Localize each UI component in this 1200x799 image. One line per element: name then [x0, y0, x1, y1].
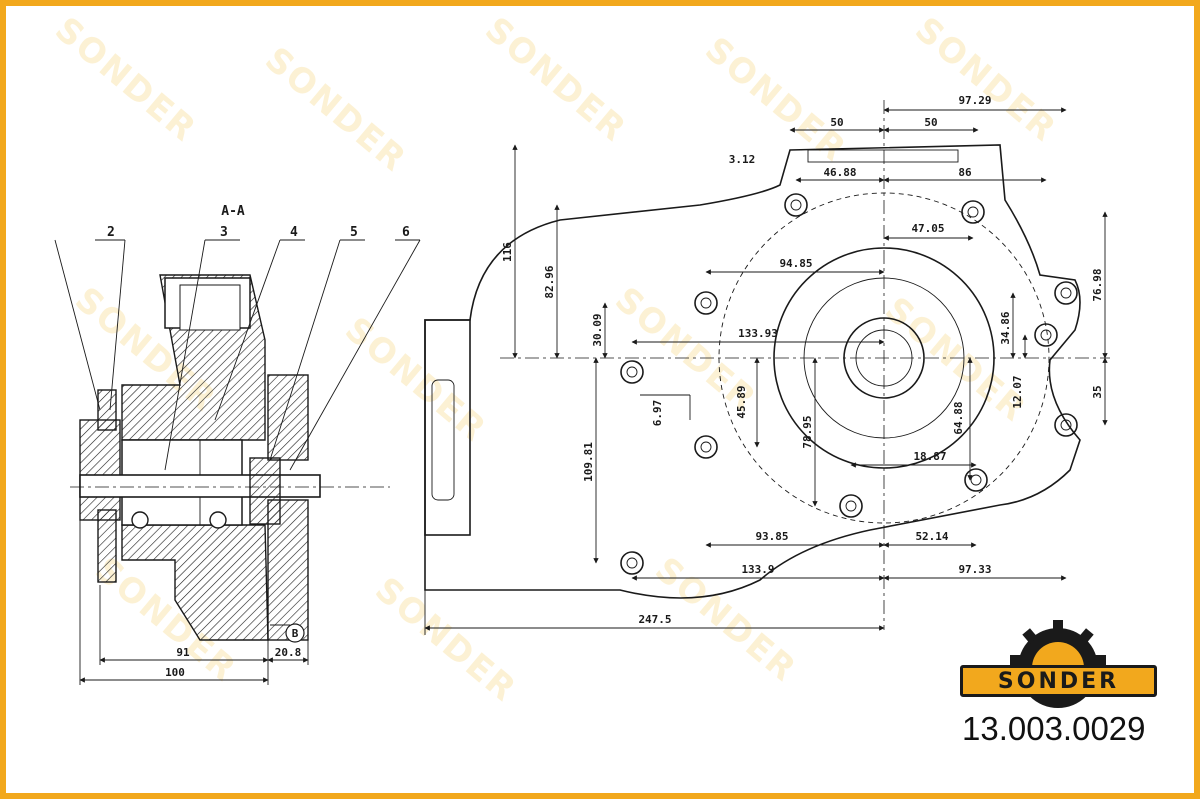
view-marker-circle	[285, 623, 305, 643]
dim-50-left: 50	[830, 116, 843, 129]
seal	[249, 457, 281, 525]
section-label: A-A	[221, 204, 245, 219]
dim-116: 116	[501, 242, 514, 262]
dim-35: 35	[1091, 385, 1104, 398]
front-view-dimension-labels: 97.29 50 50 3.12 46.88 86 47.05 94.85 13…	[501, 94, 1104, 626]
section-labels: A-A 2 3 4 5 6 91 20.8 100	[107, 204, 410, 679]
brand-name: SONDER	[997, 668, 1120, 694]
shaft	[79, 474, 321, 498]
brand-logo: SONDER	[960, 665, 1157, 697]
pump-body	[424, 144, 1081, 599]
inlet-flange	[424, 319, 471, 536]
view-marker: B	[292, 627, 299, 640]
dim-247-5: 247.5	[638, 613, 671, 626]
callout-6: 6	[402, 225, 410, 240]
dim-78-95: 78.95	[801, 415, 814, 448]
section-view: B	[54, 239, 421, 685]
flange-top	[97, 389, 117, 431]
bolt-holes	[620, 193, 1078, 575]
dim-20-8: 20.8	[275, 646, 302, 659]
dim-64-88: 64.88	[952, 401, 965, 434]
dim-3-12: 3.12	[729, 153, 756, 166]
housing-lower	[121, 524, 269, 641]
front-view	[424, 100, 1110, 635]
dim-93-85: 93.85	[755, 530, 788, 543]
pulley-flange	[79, 419, 121, 521]
dim-94-85: 94.85	[779, 257, 812, 270]
callout-5: 5	[350, 225, 358, 240]
dim-34-86: 34.86	[999, 311, 1012, 344]
dim-6-97: 6.97	[651, 400, 664, 427]
dim-100: 100	[165, 666, 185, 679]
dim-47-05: 47.05	[911, 222, 944, 235]
dim-97-29: 97.29	[958, 94, 991, 107]
part-number: 13.003.0029	[962, 710, 1146, 747]
flange-bottom	[97, 509, 117, 583]
dim-133-9: 133.9	[741, 563, 774, 576]
callout-2: 2	[107, 225, 115, 240]
dim-86: 86	[958, 166, 972, 179]
dim-109-81: 109.81	[582, 442, 595, 482]
dim-12-07: 12.07	[1011, 375, 1024, 408]
dim-91: 91	[176, 646, 190, 659]
dim-76-98: 76.98	[1091, 268, 1104, 301]
dim-46-88: 46.88	[823, 166, 856, 179]
callout-4: 4	[290, 225, 298, 240]
dim-82-96: 82.96	[543, 265, 556, 298]
dim-50-right: 50	[924, 116, 937, 129]
dim-133-93: 133.93	[738, 327, 778, 340]
dim-97-33: 97.33	[958, 563, 991, 576]
callout-3: 3	[220, 225, 228, 240]
dim-30-09: 30.09	[591, 313, 604, 346]
dim-45-89: 45.89	[735, 385, 748, 418]
dim-18-87: 18.87	[913, 450, 946, 463]
dim-52-14: 52.14	[915, 530, 948, 543]
